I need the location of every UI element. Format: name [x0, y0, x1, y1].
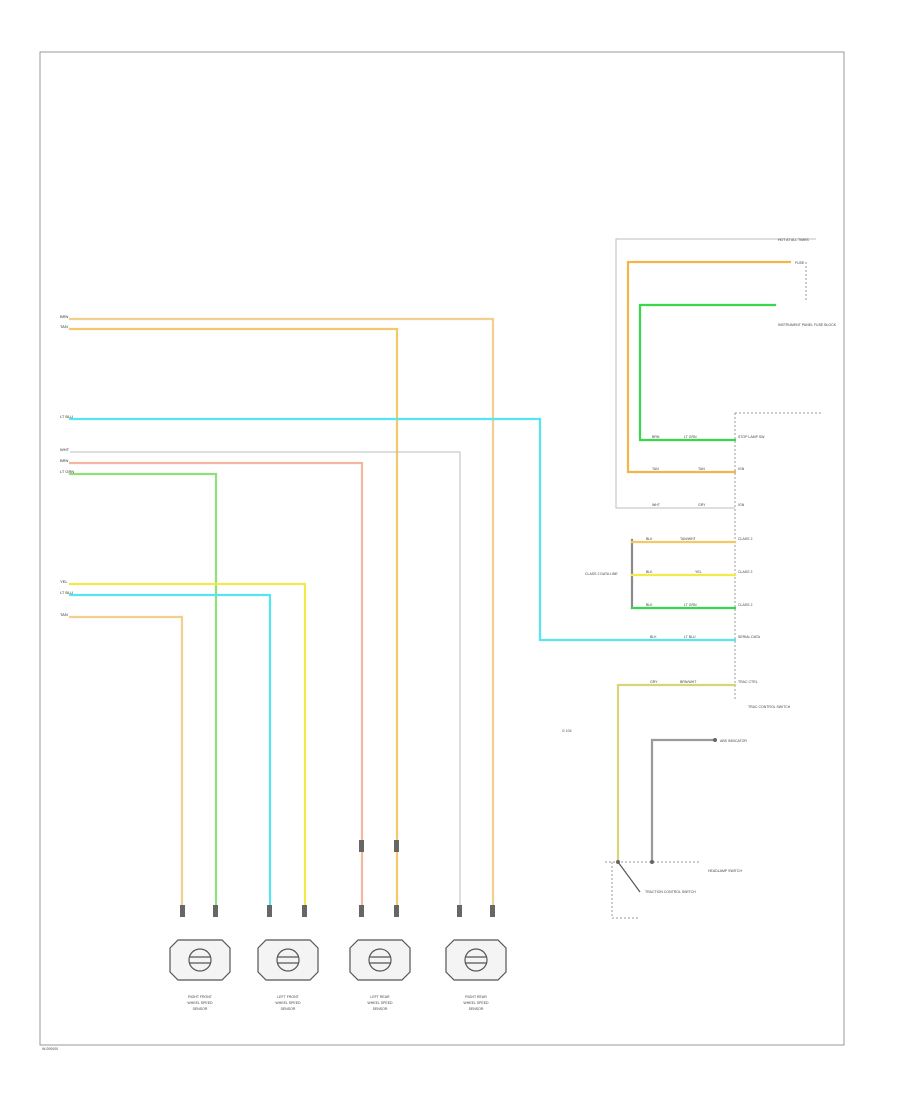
wire-label-2: TAN [60, 324, 68, 329]
wire-lt-blu-module [68, 417, 652, 642]
pin-4-wire: BLK [646, 537, 653, 541]
pin-8-wire: GRY [650, 680, 658, 684]
pin-1-wire: BRN [652, 435, 660, 439]
diagram-frame [39, 51, 845, 1046]
pin-6-wire: BLK [646, 603, 653, 607]
sensor-3-line1: LEFT REAR [370, 995, 390, 999]
fuse-bracket [615, 238, 816, 509]
wire-green-stoplamp [638, 303, 777, 442]
pin-6-name: CLASS 2 [738, 603, 752, 607]
pin-1-color: LT GRN [684, 435, 697, 439]
sensor-1-line1: RIGHT FRONT [188, 995, 213, 999]
pin-2-wire: TAN [652, 467, 659, 471]
pin-2-color: TAN [698, 467, 705, 471]
pin-3-wire: WHT [652, 503, 661, 507]
pin-1-name: STOP LAMP SW [738, 435, 765, 439]
pin-8-color: BRN/WHT [680, 680, 697, 684]
sensor-right-front [169, 939, 231, 981]
wire-lt-grn [68, 472, 218, 907]
top-right-box: INSTRUMENT PANEL FUSE BLOCK [778, 323, 837, 327]
pin-6-color: LT GRN [684, 603, 697, 607]
pin-3-name: IGN [738, 503, 745, 507]
sensor-4-line3: SENSOR [469, 1007, 484, 1011]
traction-switch-label: TRACTION CONTROL SWITCH [645, 890, 696, 894]
sensor-3-line3: SENSOR [373, 1007, 388, 1011]
wire-lt-blu-lower [68, 593, 272, 907]
wire-label-8: LT BLU [60, 590, 73, 595]
sensor-2-line2: WHEEL SPEED [275, 1001, 301, 1005]
sensor-3-line2: WHEEL SPEED [367, 1001, 393, 1005]
sensor-connectors [180, 840, 495, 917]
wire-wht-thin [70, 451, 461, 905]
pin-4-color: TAN/WHT [680, 537, 697, 541]
sensor-4-line2: WHEEL SPEED [463, 1001, 489, 1005]
switch-pin-1 [616, 860, 620, 864]
switch-pin-2 [650, 860, 654, 864]
wire-orange-fuse [626, 260, 792, 474]
top-right-l2: FUSE [795, 261, 805, 265]
pin-5-name: CLASS 2 [738, 570, 752, 574]
sensor-1-line3: SENSOR [193, 1007, 208, 1011]
pin-2-name: IGN [738, 467, 745, 471]
abs-lamp-label: ABS INDICATOR [720, 739, 747, 743]
module-pins: BRN LT GRN STOP LAMP SW TAN TAN IGN WHT … [646, 435, 765, 684]
wire-trac-ctrl [616, 683, 737, 862]
pin-5-wire: BLK [646, 570, 653, 574]
sensor-1-line2: WHEEL SPEED [187, 1001, 213, 1005]
trac-switch-label: TRAC CONTROL SWITCH [748, 705, 791, 709]
wire-label-5: BRN [60, 458, 69, 463]
wire-tan-lower [68, 615, 184, 907]
sensor-right-rear [445, 939, 507, 981]
pin-7-wire: BLK [650, 635, 657, 639]
sensor-left-front [257, 939, 319, 981]
headlamp-switch-label: HEADLAMP SWITCH [708, 869, 742, 873]
top-right-l1: HOT AT ALL TIMES [778, 238, 809, 242]
footer-code: W-000000 [42, 1047, 58, 1051]
wire-label-9: TAN [60, 612, 68, 617]
pin-8-name: TRAC CTRL [738, 680, 758, 684]
pin-7-name: SERIAL DATA [738, 635, 761, 639]
switch-dashed [605, 861, 700, 919]
wire-label-4: WHT [60, 447, 70, 452]
class2-note: CLASS 2 DATA LINE [585, 572, 618, 576]
module-outline [734, 412, 822, 700]
wire-brn-pink [68, 461, 364, 907]
ground-label: G 104 [562, 729, 572, 733]
pin-5-color: YEL [695, 570, 702, 574]
wire-label-7: YEL [60, 579, 68, 584]
sensor-2-line3: SENSOR [281, 1007, 296, 1011]
pin-4-name: CLASS 2 [738, 537, 752, 541]
traction-switch [617, 861, 641, 893]
sensor-4-line1: RIGHT REAR [465, 995, 487, 999]
wire-tan-top [68, 327, 399, 907]
wire-label-1: BRN [60, 314, 69, 319]
sensor-left-rear [349, 939, 411, 981]
wire-label-3: LT BLU [60, 414, 73, 419]
abs-lamp-pin [713, 738, 717, 742]
sensor-2-line1: LEFT FRONT [277, 995, 299, 999]
pin-7-color: LT BLU [684, 635, 696, 639]
wire-brn-top [68, 317, 495, 907]
wire-yel [68, 582, 307, 907]
wire-abs-lamp [650, 738, 717, 862]
pin-3-color: GRY [698, 503, 706, 507]
wire-label-6: LT GRN [60, 469, 74, 474]
